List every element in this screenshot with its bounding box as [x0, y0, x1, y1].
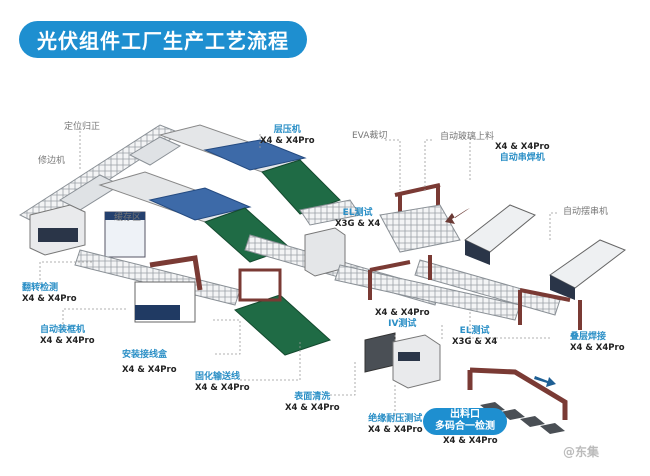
exit-name-line1: 出料口 — [450, 409, 480, 420]
auto-framing-model: X4 & X4Pro — [40, 336, 95, 346]
label-surface-cleaning: 表面清洗 X4 & X4Pro — [285, 392, 340, 414]
lamination-welding-model: X4 & X4Pro — [570, 343, 625, 353]
label-stringer: X4 & X4Pro 自动串焊机 — [495, 142, 550, 164]
iv-test-machine — [364, 332, 396, 373]
laminator-model: X4 & X4Pro — [260, 136, 315, 146]
iv-test-model: X4 & X4Pro — [375, 308, 430, 318]
iv-test-name: IV测试 — [388, 319, 417, 329]
eva-gantry — [379, 183, 461, 253]
exit-name-line2: 多码合一检测 — [435, 421, 495, 432]
label-flip-inspection: 翻转检测 X4 & X4Pro — [22, 283, 77, 305]
lamination-welding-line — [334, 255, 582, 330]
flip-inspection-name: 翻转检测 — [22, 283, 59, 293]
curing-conveyor — [234, 268, 331, 356]
el-test-2-model: X3G & X4 — [452, 337, 498, 347]
exit-arrow-icon — [534, 376, 556, 387]
watermark: @东集 — [563, 445, 600, 459]
label-layup: 自动摆串机 — [563, 207, 609, 217]
laminator-1 — [158, 124, 341, 215]
flip-inspection-model: X4 & X4Pro — [22, 294, 77, 304]
upper-conveyor — [18, 124, 182, 226]
el-test-1-model: X3G & X4 — [335, 219, 381, 229]
label-lamination-welding: 叠层焊接 X4 & X4Pro — [570, 332, 625, 354]
label-laminator: 层压机 X4 & X4Pro — [260, 125, 315, 147]
label-eva-cutting: EVA裁切 — [352, 131, 388, 141]
flow-arrow-icon — [445, 208, 470, 224]
surface-cleaning-name: 表面清洗 — [294, 392, 331, 402]
curing-line-name: 固化输送线 — [195, 372, 241, 382]
label-el-test-1: EL测试 X3G & X4 — [335, 208, 380, 230]
curing-line-model: X4 & X4Pro — [195, 383, 250, 393]
leader-lines — [39, 127, 557, 415]
label-glass-loading: 自动玻璃上料 — [440, 132, 495, 142]
buffer-machine — [104, 211, 146, 258]
label-iv-test: X4 & X4Pro IV测试 — [375, 308, 430, 330]
insulation-test-model: X4 & X4Pro — [368, 425, 423, 435]
stringer-machine — [464, 204, 536, 265]
label-auto-framing: 自动装框机 X4 & X4Pro — [40, 325, 95, 347]
lamination-welding-name: 叠层焊接 — [570, 332, 607, 342]
el-test-1-name: EL测试 — [342, 208, 373, 218]
auto-framing-machine — [134, 255, 203, 323]
exit-model: X4 & X4Pro — [443, 436, 498, 446]
label-insulation-test: 绝缘耐压测试 X4 & X4Pro — [368, 414, 423, 436]
label-junction-box: 安装接线盒 X4 & X4Pro — [122, 350, 177, 376]
auto-framing-name: 自动装框机 — [40, 325, 86, 335]
label-el-test-2: EL测试 X3G & X4 — [452, 326, 497, 348]
layup-machine — [549, 239, 627, 300]
stringer-name: 自动串焊机 — [499, 153, 545, 163]
page-title: 光伏组件工厂生产工艺流程 — [19, 21, 307, 58]
exit-station-badge: 出料口 多码合一检测 — [423, 408, 507, 435]
surface-cleaning-model: X4 & X4Pro — [285, 403, 340, 413]
label-positioning: 定位归正 — [64, 122, 101, 132]
edge-trimmer-machine — [29, 204, 86, 256]
laminator-name: 层压机 — [273, 125, 301, 135]
insulation-test-machine — [392, 334, 441, 389]
label-curing-line: 固化输送线 X4 & X4Pro — [195, 372, 250, 394]
label-edge-trimmer: 修边机 — [38, 156, 66, 166]
junction-box-name: 安装接线盒 — [122, 350, 168, 360]
insulation-test-name: 绝缘耐压测试 — [368, 414, 423, 424]
label-buffer: 缓存区 — [114, 213, 142, 223]
junction-box-model: X4 & X4Pro — [122, 365, 177, 375]
stringer-model: X4 & X4Pro — [495, 142, 550, 152]
el-test-2-name: EL测试 — [459, 326, 490, 336]
